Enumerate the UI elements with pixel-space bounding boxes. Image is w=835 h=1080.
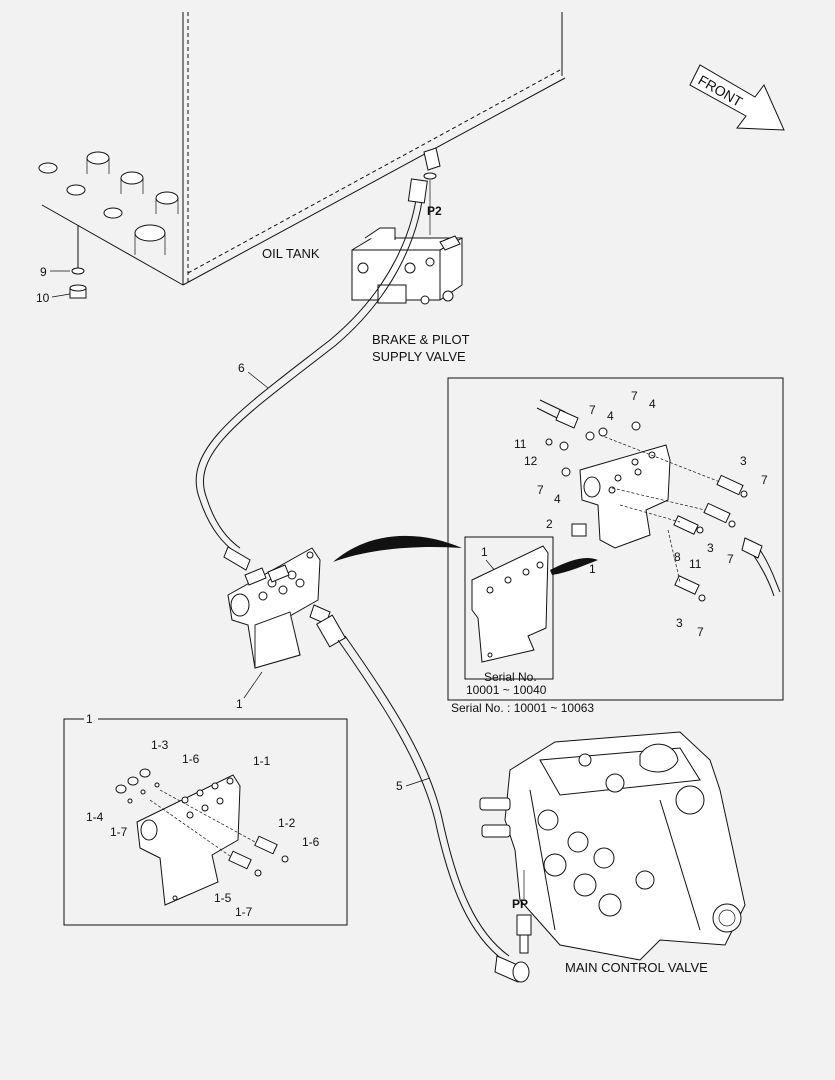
inset-serial-part-d: 4	[649, 397, 656, 411]
callout-5: 5	[396, 779, 403, 793]
inset-serial-part-j: 4	[554, 492, 561, 506]
drain-plug	[69, 284, 87, 299]
inset-serial-part-a: 7	[589, 403, 596, 417]
inset-serial-footer: Serial No. : 10001 ~ 10063	[451, 701, 594, 715]
inset-serial-part-k: 2	[546, 517, 553, 531]
inset-bracket-part-d: 1-4	[86, 810, 104, 824]
inset-serial-part-c: 7	[631, 389, 638, 403]
inset-serial-part-m: 8	[674, 550, 681, 564]
inset-bracket-part-c: 1-1	[253, 754, 271, 768]
main-control-valve-label: MAIN CONTROL VALVE	[565, 960, 708, 975]
callout-1-main: 1	[236, 697, 243, 711]
inset-bracket-part-f: 1-2	[278, 816, 296, 830]
inset-bracket-part-h: 1-5	[214, 891, 232, 905]
inset-bracket-title: 1	[86, 712, 93, 726]
inset-serial-part-o: 11	[689, 557, 702, 571]
inset-serial-part-g: 3	[740, 454, 747, 468]
front-direction-arrow: FRONT	[689, 64, 785, 131]
hose-mount-bracket	[227, 547, 321, 669]
inset-serial-part-i: 7	[537, 483, 544, 497]
inset-serial-part-r: 7	[697, 625, 704, 639]
inset-bracket-part-e: 1-7	[110, 825, 128, 839]
brake-pilot-supply-valve	[351, 227, 463, 305]
inset-serial-part-e: 11	[514, 437, 527, 451]
inset-serial-part-n: 3	[707, 541, 714, 555]
oil-tank	[38, 12, 566, 286]
p2-elbow-fitting	[423, 147, 441, 235]
inset-bracket-part-g: 1-6	[302, 835, 320, 849]
drain-washer	[71, 267, 85, 275]
callout-6: 6	[238, 361, 245, 375]
inset-serial-part-p: 7	[727, 552, 734, 566]
port-p2: P2	[427, 204, 442, 218]
port-pp: PP	[512, 897, 528, 911]
inset-serial-part-f: 12	[524, 454, 538, 468]
pp-test-port-fitting	[516, 870, 532, 954]
hose-5	[309, 604, 530, 983]
hose-6	[195, 178, 428, 571]
inset-serial-part-h: 7	[761, 473, 768, 487]
inset-serial-part-b: 4	[607, 409, 614, 423]
inset-serial-caption: Serial No.	[484, 670, 537, 684]
oil-tank-label: OIL TANK	[262, 246, 320, 261]
inset-serial-bracket-label: 1	[481, 545, 488, 559]
brake-pilot-label-line2: SUPPLY VALVE	[372, 349, 466, 364]
inset-bracket-part-a: 1-3	[151, 738, 169, 752]
inset-bracket-detail: 1 1-3 1-6 1-1 1-4 1-7 1-2 1-6 1-5 1-7	[63, 712, 348, 926]
callout-10: 10	[36, 291, 50, 305]
inset-serial-assembly: 1 Serial No. 10001 ~ 10040	[447, 377, 784, 701]
inset-bracket-part-b: 1-6	[182, 752, 200, 766]
callout-9: 9	[40, 265, 47, 279]
inset-serial-part-l: 1	[589, 562, 596, 576]
inset-serial-range: 10001 ~ 10040	[466, 683, 547, 697]
brake-pilot-label-line1: BRAKE & PILOT	[372, 332, 470, 347]
main-control-valve	[479, 731, 746, 961]
inset-bracket-part-i: 1-7	[235, 905, 253, 919]
inset-serial-part-q: 3	[676, 616, 683, 630]
